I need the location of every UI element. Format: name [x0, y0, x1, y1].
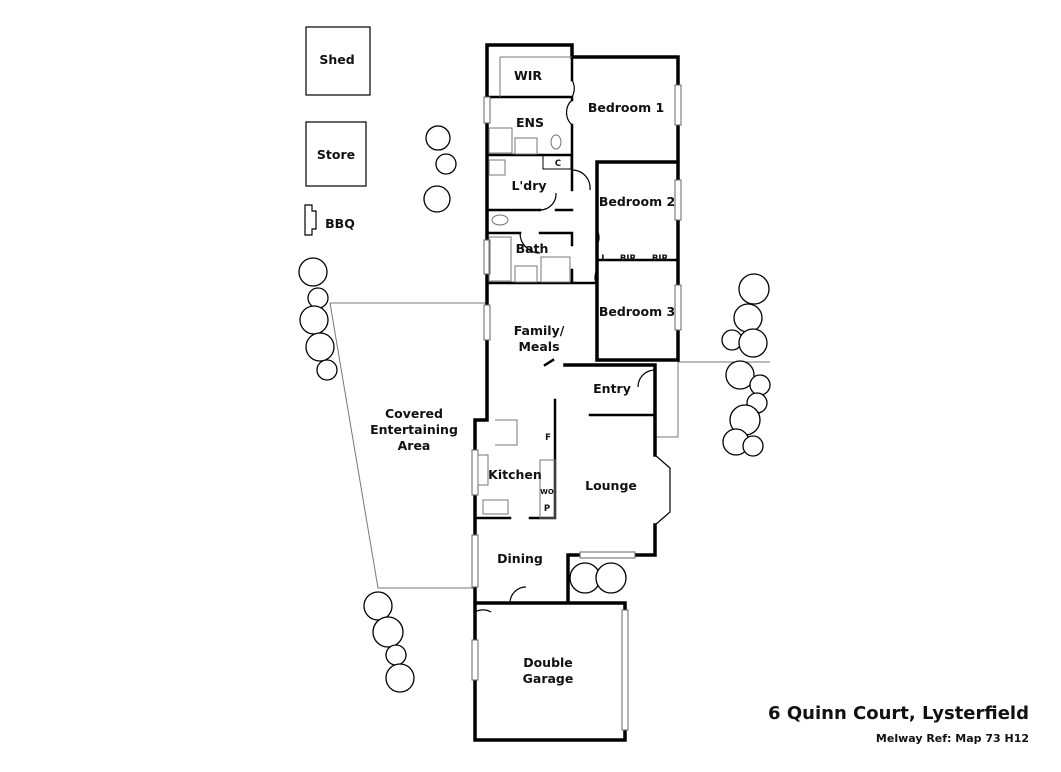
label-double: Double [523, 655, 573, 670]
label-family: Family/ [514, 323, 565, 338]
bbq-outline [304, 204, 317, 236]
label-pantry: P [544, 504, 550, 514]
exterior-walls [473, 43, 680, 742]
label-wir: WIR [514, 68, 542, 83]
garage-door [621, 609, 629, 731]
window [471, 449, 479, 496]
label-store: Store [317, 147, 355, 162]
label-laundry: L'dry [511, 178, 546, 193]
label-shed: Shed [319, 52, 354, 67]
label-linen: L [601, 254, 607, 264]
label-wo: WO [540, 488, 554, 496]
label-fridge: F [545, 433, 551, 443]
window [674, 84, 682, 126]
label-bir-2: BIR [652, 254, 669, 264]
window [471, 534, 479, 588]
label-bath: Bath [516, 241, 549, 256]
window [483, 239, 491, 275]
label-bedroom3: Bedroom 3 [599, 304, 675, 319]
label-meals: Meals [518, 339, 559, 354]
label-bbq: BBQ [325, 216, 355, 231]
label-bedroom1: Bedroom 1 [588, 100, 664, 115]
wir-shelf [499, 56, 572, 97]
label-bir-1: BIR [620, 254, 637, 264]
property-address: 6 Quinn Court, Lysterfield [768, 703, 1029, 724]
label-dining: Dining [497, 551, 543, 566]
label-covered: Covered [385, 406, 443, 421]
covered-area-outline [329, 302, 487, 589]
window [674, 284, 682, 331]
label-bedroom2: Bedroom 2 [599, 194, 675, 209]
label-entry: Entry [593, 381, 631, 396]
label-ens: ENS [516, 115, 544, 130]
porch-outline [655, 361, 770, 438]
bay-window [654, 454, 671, 526]
trees [298, 125, 771, 693]
window [483, 304, 491, 341]
label-garage: Garage [523, 671, 574, 686]
window [579, 551, 636, 559]
label-c: C [555, 159, 561, 169]
shed-outline [305, 26, 371, 96]
doors [474, 79, 656, 613]
melway-reference: Melway Ref: Map 73 H12 [875, 732, 1029, 745]
window [483, 96, 491, 124]
fixtures [477, 127, 572, 519]
label-lounge: Lounge [585, 478, 637, 493]
window [471, 639, 479, 681]
store-outline [305, 121, 367, 187]
label-area: Area [398, 438, 431, 453]
window [674, 179, 682, 221]
label-kitchen: Kitchen [488, 467, 542, 482]
label-entertaining: Entertaining [370, 422, 458, 437]
